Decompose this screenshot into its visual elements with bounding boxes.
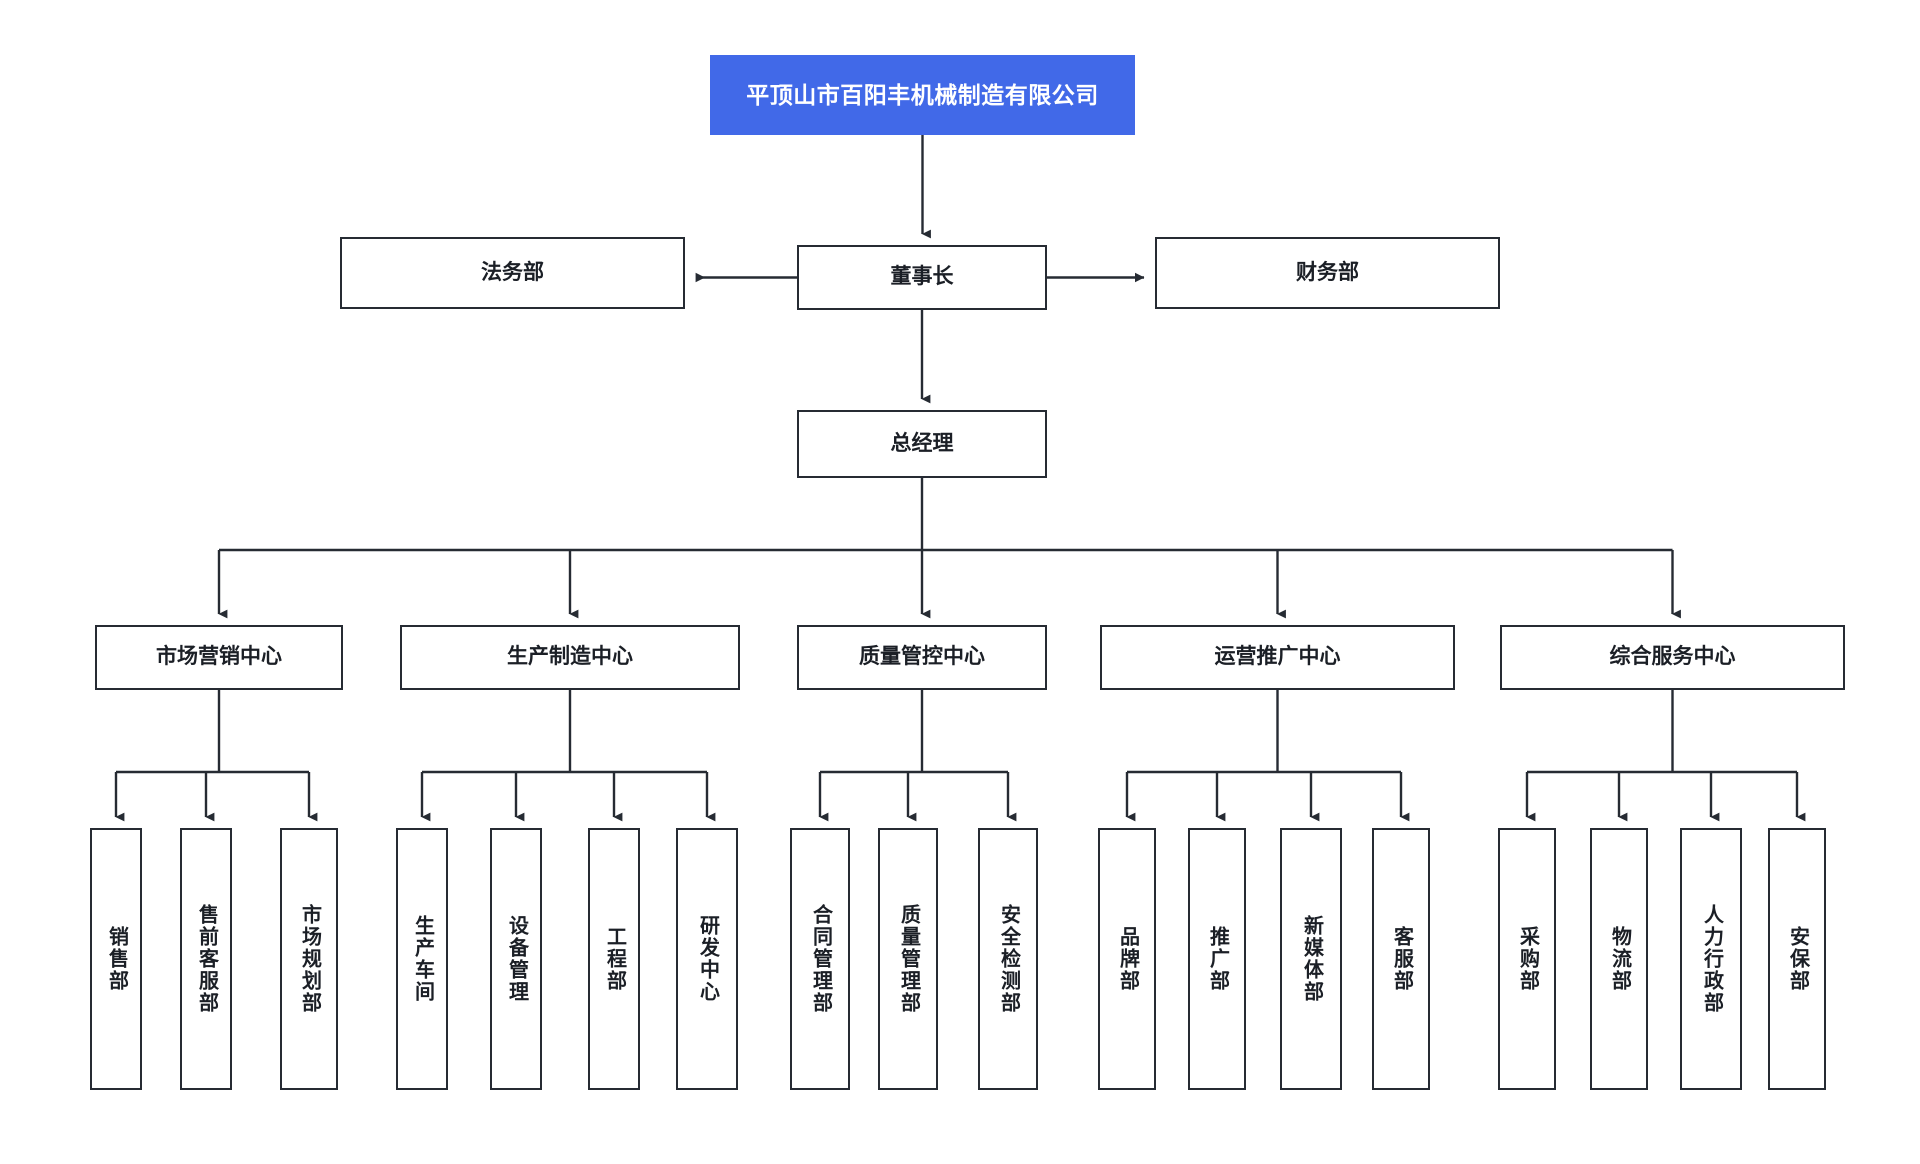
- node-department-2-1[interactable]: 生产车间: [396, 828, 448, 1090]
- node-label: 安保部: [1786, 926, 1809, 992]
- node-department-1-1[interactable]: 销售部: [90, 828, 142, 1090]
- node-legal-department[interactable]: 法务部: [340, 237, 685, 309]
- node-label: 采购部: [1516, 926, 1539, 992]
- node-finance-department[interactable]: 财务部: [1155, 237, 1500, 309]
- node-company-root[interactable]: 平顶山市百阳丰机械制造有限公司: [710, 55, 1135, 135]
- node-label: 市场营销中心: [156, 645, 282, 669]
- node-label: 市场规划部: [298, 904, 321, 1014]
- node-general-manager[interactable]: 总经理: [797, 410, 1047, 478]
- node-department-5-2[interactable]: 物流部: [1590, 828, 1648, 1090]
- node-department-3-2[interactable]: 质量管理部: [878, 828, 938, 1090]
- node-department-5-3[interactable]: 人力行政部: [1680, 828, 1742, 1090]
- node-department-4-4[interactable]: 客服部: [1372, 828, 1430, 1090]
- node-label: 研发中心: [696, 915, 719, 1003]
- node-label: 平顶山市百阳丰机械制造有限公司: [746, 81, 1099, 108]
- node-center-4[interactable]: 运营推广中心: [1100, 625, 1455, 690]
- node-department-1-3[interactable]: 市场规划部: [280, 828, 338, 1090]
- node-label: 财务部: [1296, 260, 1359, 284]
- node-department-5-1[interactable]: 采购部: [1498, 828, 1556, 1090]
- node-label: 质量管理部: [897, 904, 920, 1014]
- node-label: 推广部: [1206, 926, 1229, 992]
- node-center-1[interactable]: 市场营销中心: [95, 625, 343, 690]
- node-label: 销售部: [105, 926, 128, 992]
- node-center-5[interactable]: 综合服务中心: [1500, 625, 1845, 690]
- node-department-5-4[interactable]: 安保部: [1768, 828, 1826, 1090]
- node-label: 物流部: [1608, 926, 1631, 992]
- node-department-2-4[interactable]: 研发中心: [676, 828, 738, 1090]
- node-department-1-2[interactable]: 售前客服部: [180, 828, 232, 1090]
- node-label: 售前客服部: [195, 904, 218, 1014]
- node-label: 综合服务中心: [1609, 645, 1736, 669]
- node-chairman[interactable]: 董事长: [797, 245, 1047, 310]
- node-label: 质量管控中心: [859, 645, 985, 669]
- node-label: 运营推广中心: [1214, 645, 1341, 669]
- node-department-3-3[interactable]: 安全检测部: [978, 828, 1038, 1090]
- node-department-4-3[interactable]: 新媒体部: [1280, 828, 1342, 1090]
- node-department-4-1[interactable]: 品牌部: [1098, 828, 1156, 1090]
- node-department-3-1[interactable]: 合同管理部: [790, 828, 850, 1090]
- node-label: 人力行政部: [1700, 904, 1723, 1014]
- node-label: 董事长: [890, 265, 954, 289]
- node-label: 安全检测部: [997, 904, 1020, 1014]
- node-label: 法务部: [481, 260, 544, 284]
- node-label: 总经理: [890, 431, 954, 455]
- node-center-2[interactable]: 生产制造中心: [400, 625, 740, 690]
- node-label: 合同管理部: [809, 904, 832, 1014]
- node-label: 生产车间: [411, 915, 434, 1003]
- node-label: 生产制造中心: [507, 645, 633, 669]
- node-center-3[interactable]: 质量管控中心: [797, 625, 1047, 690]
- node-label: 品牌部: [1116, 926, 1139, 992]
- node-label: 新媒体部: [1300, 915, 1323, 1003]
- node-label: 设备管理: [505, 915, 528, 1003]
- node-department-2-3[interactable]: 工程部: [588, 828, 640, 1090]
- node-label: 工程部: [603, 926, 626, 992]
- node-department-4-2[interactable]: 推广部: [1188, 828, 1246, 1090]
- node-label: 客服部: [1390, 926, 1413, 992]
- node-department-2-2[interactable]: 设备管理: [490, 828, 542, 1090]
